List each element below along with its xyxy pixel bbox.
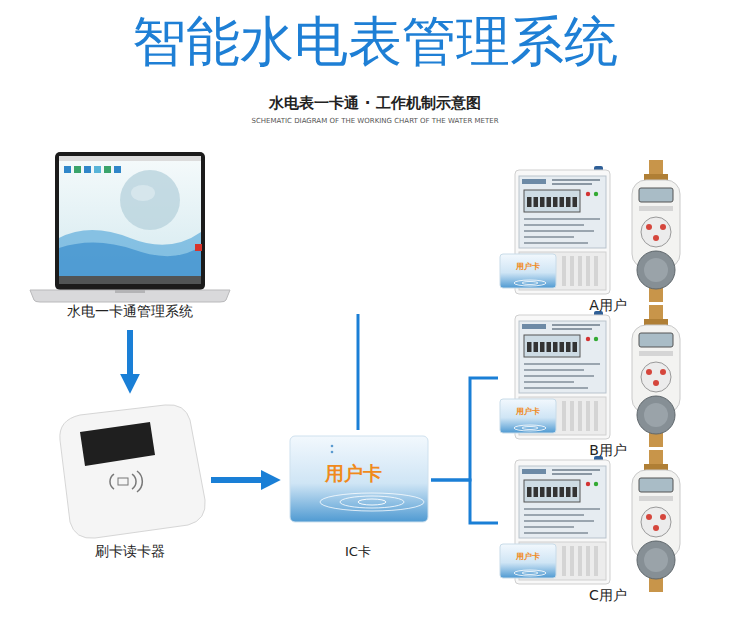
card-text: 用户卡 xyxy=(500,553,556,562)
user-node: 用户卡 B用户 xyxy=(498,311,698,459)
card-reader-node: 刷卡读卡器 xyxy=(55,398,205,564)
english-subtitle: SCHEMATIC DIAGRAM OF THE WORKING CHART O… xyxy=(0,117,750,125)
card-text: 用户卡 xyxy=(315,463,391,484)
node-label: B用户 xyxy=(576,443,640,458)
branch-line xyxy=(431,480,498,523)
branch-line xyxy=(431,378,498,480)
card-text: 用户卡 xyxy=(500,408,556,417)
ic-card-illustration xyxy=(290,436,428,522)
user-node: 用户卡 C用户 xyxy=(498,456,698,604)
node-label: 刷卡读卡器 xyxy=(55,544,205,559)
meter-set xyxy=(500,160,680,302)
laptop-illustration xyxy=(30,152,230,302)
laptop-node: 水电一卡通管理系统 xyxy=(28,148,232,324)
node-label: 水电一卡通管理系统 xyxy=(28,304,232,319)
flow-arrow xyxy=(127,330,133,376)
subtitle: 水电表一卡通 · 工作机制示意图 xyxy=(0,94,750,112)
meter-set xyxy=(500,305,680,447)
ic-card-node: 用户卡 IC卡 xyxy=(285,430,431,566)
card-reader-illustration xyxy=(60,405,205,538)
branch-line xyxy=(357,314,360,430)
node-label: A用户 xyxy=(576,298,640,313)
node-label: C用户 xyxy=(576,588,640,603)
flow-arrow xyxy=(211,477,263,483)
meter-set xyxy=(500,450,680,592)
title: 智能水电表管理系统 xyxy=(0,10,750,75)
user-node: 用户卡 A用户 xyxy=(498,166,698,314)
card-text: 用户卡 xyxy=(500,263,556,272)
node-label: IC卡 xyxy=(285,545,431,559)
